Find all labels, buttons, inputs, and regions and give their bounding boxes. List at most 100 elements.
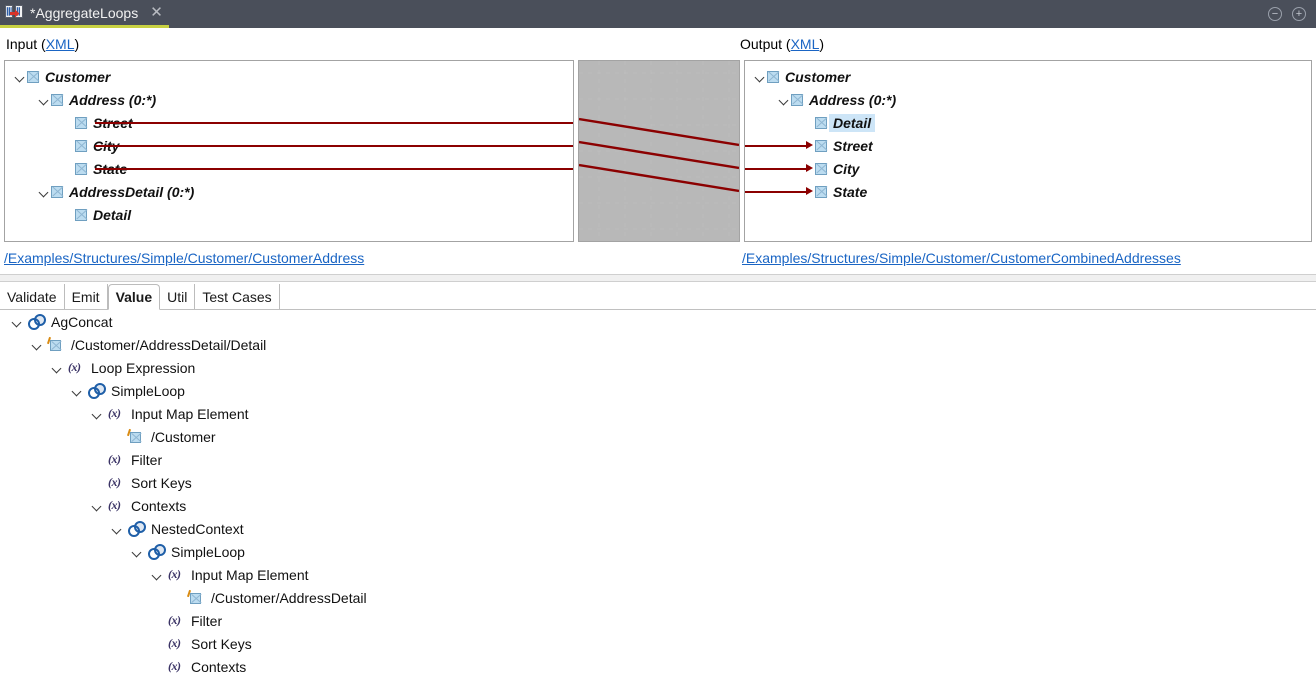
expression-row-label: /Customer [151,428,216,445]
panel-splitter[interactable] [0,274,1316,282]
tree-row-label: Address (0:*) [809,91,897,108]
mapping-line [745,168,807,170]
expression-icon: (x) [68,360,81,374]
expression-tree-row[interactable]: SimpleLoop [0,540,1316,563]
tree-row[interactable]: State [745,180,1311,203]
chevron-down-icon[interactable] [68,379,88,402]
close-icon[interactable]: ✕ [150,4,163,21]
chevron-down-icon[interactable] [37,88,51,111]
expression-icon: (x) [108,475,121,489]
map-element-icon [46,336,65,352]
window-title-bar: *AggregateLoops ✕ − + [0,0,1316,28]
mapping-connector-lines [579,61,739,241]
chain-icon [128,521,146,537]
expression-icon: (x) [168,659,181,673]
expression-icon: (x) [108,498,121,512]
expression-icon: (x) [108,452,121,466]
expression-tree-row[interactable]: (x)Contexts [0,655,1316,678]
expression-row-label: Filter [131,451,163,468]
mapping-line [745,145,807,147]
expression-icon: (x) [168,613,181,627]
expression-tree-row[interactable]: /Customer [0,425,1316,448]
output-structure-path[interactable]: /Examples/Structures/Simple/Customer/Cus… [742,250,1181,266]
tree-row[interactable]: Street [5,111,573,134]
input-structure-path[interactable]: /Examples/Structures/Simple/Customer/Cus… [4,250,365,266]
input-label-text: Input ( [6,36,46,52]
expression-tree-row[interactable]: (x)Input Map Element [0,402,1316,425]
expression-row-label: NestedContext [151,520,244,537]
minimize-button[interactable]: − [1268,7,1282,21]
expression-tree[interactable]: AgConcat/Customer/AddressDetail/Detail (x… [0,310,1316,680]
expression-tree-row[interactable]: AgConcat [0,310,1316,333]
chevron-down-icon[interactable] [128,540,148,563]
tab-value[interactable]: Value [107,284,161,310]
expression-tree-row[interactable]: (x) Filter [0,448,1316,471]
input-side-label: Input (XML) [6,36,79,52]
tree-row[interactable]: City [745,157,1311,180]
tree-row[interactable]: Address (0:*) [5,88,573,111]
chevron-down-icon[interactable] [88,494,108,517]
mapping-line [95,122,573,124]
expression-tree-row[interactable]: (x)Sort Keys [0,632,1316,655]
input-xml-link[interactable]: XML [45,36,75,52]
tree-row-label: Detail [93,206,132,223]
maximize-button[interactable]: + [1292,7,1306,21]
element-icon [51,93,63,106]
chevron-down-icon[interactable] [108,517,128,540]
tab-util[interactable]: Util [160,284,196,309]
input-label-paren: ) [74,36,80,52]
tab-emit[interactable]: Emit [65,284,108,309]
expression-tree-row[interactable]: /Customer/AddressDetail [0,586,1316,609]
tree-row-label: Detail [829,113,876,132]
tree-row[interactable]: Street [745,134,1311,157]
tab-validate[interactable]: Validate [0,284,65,309]
chevron-down-icon[interactable] [28,333,48,356]
chain-icon [28,314,46,330]
chevron-down-icon[interactable] [88,402,108,425]
tree-spacer [61,134,75,157]
expression-icon: (x) [168,567,181,581]
chevron-down-icon[interactable] [37,180,51,203]
tree-row[interactable]: Customer [745,65,1311,88]
expression-row-label: Filter [191,612,223,629]
tree-spacer [61,203,75,226]
expression-row-label: /Customer/AddressDetail/Detail [71,336,267,353]
expression-tree-row[interactable]: SimpleLoop [0,379,1316,402]
tree-row[interactable]: AddressDetail (0:*) [5,180,573,203]
output-xml-link[interactable]: XML [790,36,820,52]
expression-row-label: AgConcat [51,313,113,330]
chevron-down-icon[interactable] [48,356,68,379]
element-icon [75,116,87,129]
tab-test-cases[interactable]: Test Cases [195,284,280,309]
tree-row[interactable]: City [5,134,573,157]
expression-tree-row[interactable]: (x)Contexts [0,494,1316,517]
tree-row[interactable]: State [5,157,573,180]
expression-tree-row[interactable]: (x)Loop Expression [0,356,1316,379]
mapping-grid-canvas[interactable] [578,60,740,242]
chevron-down-icon[interactable] [753,65,767,88]
expression-tree-row[interactable]: NestedContext [0,517,1316,540]
chevron-down-icon[interactable] [148,563,168,586]
expression-icon: (x) [168,636,181,650]
tree-row[interactable]: Customer [5,65,573,88]
editor-tab-aggregateloops[interactable]: *AggregateLoops ✕ [0,0,169,28]
expression-tree-row[interactable]: (x)Input Map Element [0,563,1316,586]
element-icon [51,185,63,198]
tree-row[interactable]: Detail [5,203,573,226]
tree-row[interactable]: Address (0:*) [745,88,1311,111]
mapping-arrowhead-icon [806,164,813,172]
chevron-down-icon[interactable] [777,88,791,111]
tree-row[interactable]: Detail [745,111,1311,134]
expression-tree-row[interactable]: /Customer/AddressDetail/Detail [0,333,1316,356]
element-icon [27,70,39,83]
chevron-down-icon[interactable] [8,310,28,333]
expression-tree-row[interactable]: (x)Sort Keys [0,471,1316,494]
element-icon [75,208,87,221]
tree-spacer [801,111,815,134]
tree-row-label: City [833,160,860,177]
expression-tree-row[interactable]: (x) Filter [0,609,1316,632]
chevron-down-icon[interactable] [13,65,27,88]
